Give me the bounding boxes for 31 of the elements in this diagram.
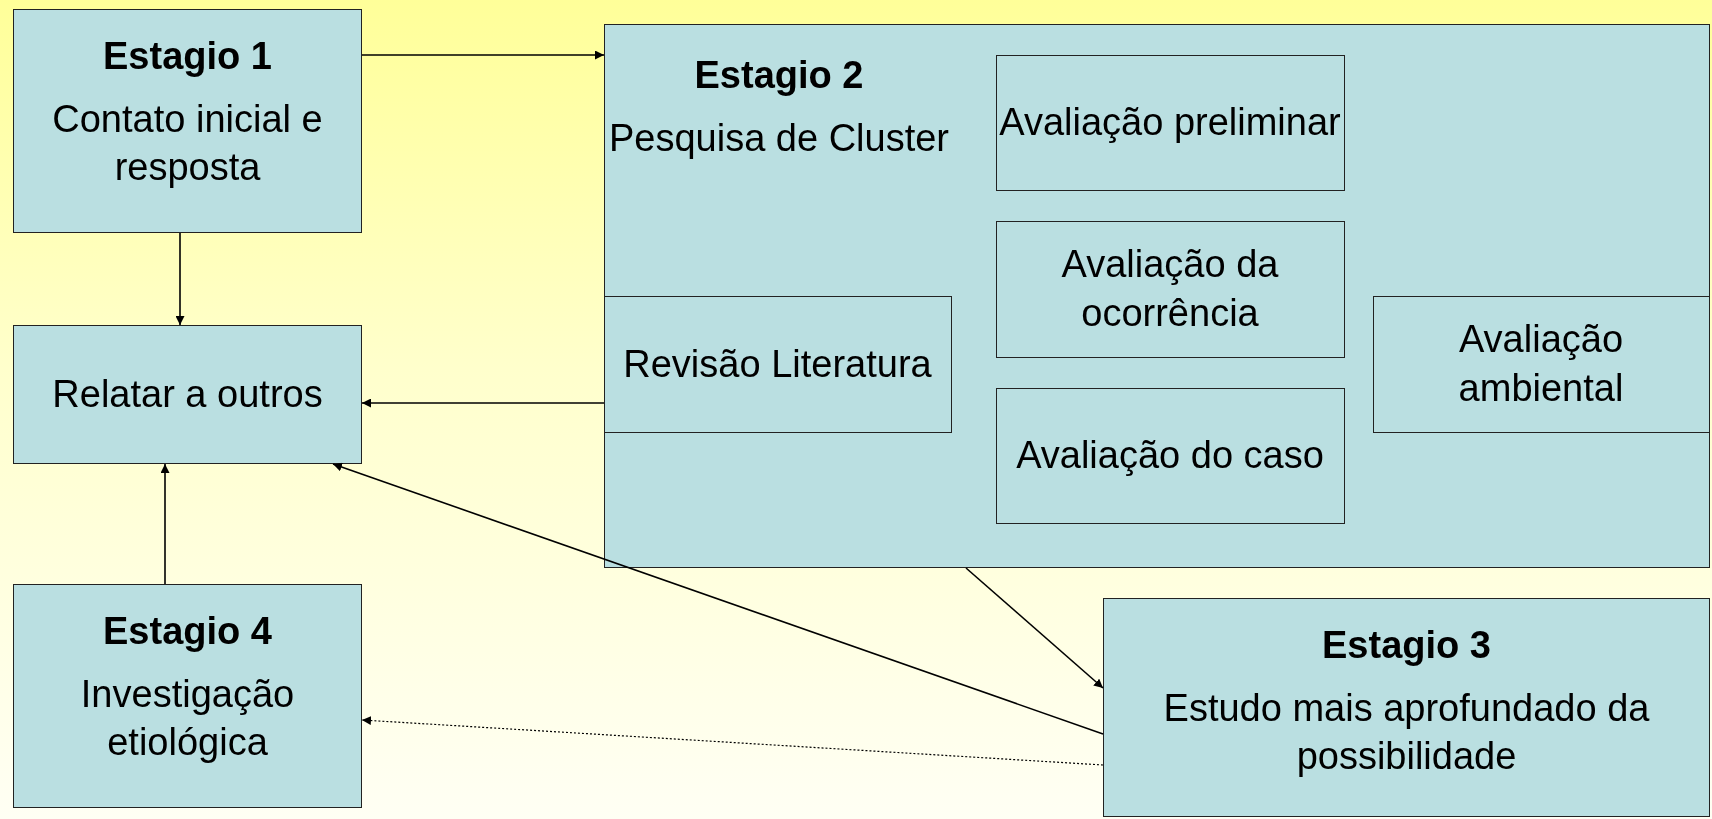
stage-title: Estagio 4 (103, 609, 272, 654)
process-box (995, 54, 1345, 191)
stage-box (13, 9, 362, 233)
stage-title: Estagio 2 (694, 53, 864, 98)
stage-box (13, 584, 362, 808)
stage-description: Contato inicial e resposta (51, 96, 324, 191)
arrow (361, 398, 605, 408)
box-label: Avaliação ambiental (1457, 317, 1625, 411)
box-label: Revisão Literatura (623, 341, 932, 387)
stage-box (1103, 598, 1710, 817)
process-box (1372, 295, 1710, 433)
arrow (361, 50, 605, 60)
stage-title: Estagio 3 (1322, 623, 1491, 668)
stage-box (604, 24, 1710, 568)
arrow (965, 567, 1104, 689)
stage-description: Estudo mais aprofundado da possibilidade (1162, 685, 1651, 780)
box-label: Relatar a outros (52, 372, 323, 418)
arrow (361, 716, 1104, 766)
process-box (13, 325, 362, 464)
arrow (175, 232, 185, 326)
stage-description: Investigação etiológica (79, 671, 296, 766)
process-box (603, 295, 952, 433)
arrow (160, 463, 170, 585)
stage-title: Estagio 1 (103, 34, 272, 79)
process-box (995, 387, 1345, 524)
box-label: Avaliação preliminar (999, 100, 1341, 146)
arrow (332, 462, 1104, 735)
process-box (995, 220, 1345, 358)
stage-description: Pesquisa de Cluster (608, 115, 950, 161)
box-label: Avaliação da ocorrência (1060, 242, 1280, 336)
box-label: Avaliação do caso (1016, 433, 1324, 479)
